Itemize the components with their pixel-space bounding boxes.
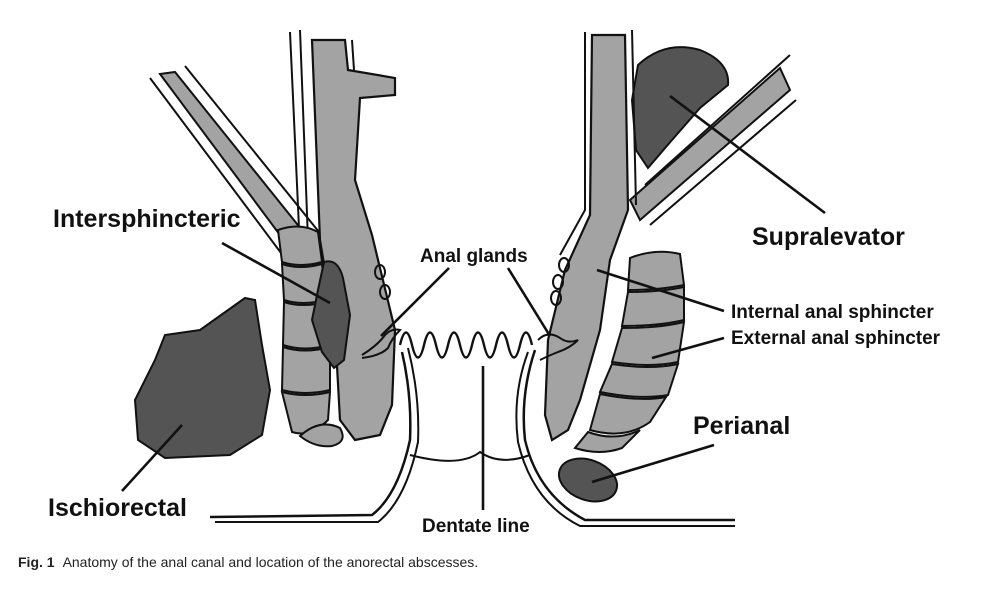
label-anal-glands: Anal glands bbox=[420, 246, 528, 267]
dentate-line-wave bbox=[398, 331, 534, 359]
label-intersphincteric: Intersphincteric bbox=[53, 205, 241, 233]
levator-ani-right bbox=[628, 66, 792, 222]
anorectal-anatomy-diagram: Intersphincteric Anal glands Supralevato… bbox=[48, 29, 941, 537]
intersphincteric-abscess bbox=[310, 260, 352, 370]
internal-anal-sphincter-right bbox=[543, 33, 630, 442]
label-ischiorectal: Ischiorectal bbox=[48, 494, 187, 522]
ischiorectal-abscess bbox=[133, 296, 272, 460]
supralevator-abscess bbox=[630, 46, 730, 170]
label-supralevator: Supralevator bbox=[752, 223, 905, 251]
label-dentate-line: Dentate line bbox=[422, 516, 530, 537]
label-external-anal-sphincter: External anal sphincter bbox=[731, 328, 941, 349]
perianal-abscess bbox=[557, 457, 619, 503]
figure-caption: Fig. 1 Anatomy of the anal canal and loca… bbox=[18, 554, 478, 570]
internal-anal-sphincter-left bbox=[310, 38, 397, 442]
label-internal-anal-sphincter: Internal anal sphincter bbox=[731, 302, 934, 323]
caption-text: Anatomy of the anal canal and location o… bbox=[62, 554, 479, 570]
leader-lines bbox=[121, 94, 826, 510]
figure-number: Fig. 1 bbox=[18, 554, 55, 570]
anal-gland-right bbox=[537, 257, 579, 361]
external-anal-sphincter-right bbox=[573, 250, 686, 453]
label-perianal: Perianal bbox=[693, 412, 790, 440]
anal-gland-left bbox=[361, 264, 402, 359]
